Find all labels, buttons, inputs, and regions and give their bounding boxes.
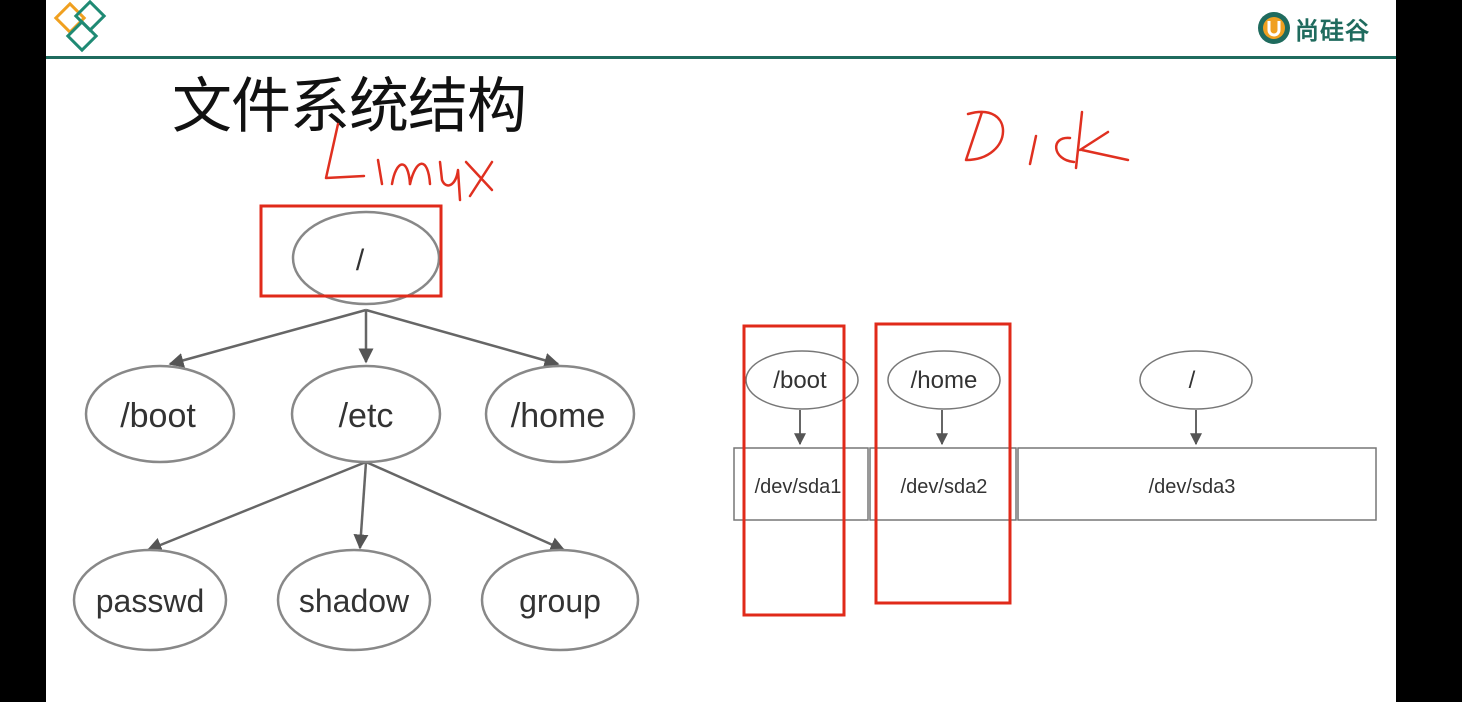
u-circle-logo-icon <box>1258 12 1290 44</box>
partition-label: /dev/sda1 <box>755 476 842 498</box>
partition-label: /dev/sda3 <box>1149 476 1236 498</box>
brand-name: 尚硅谷 <box>1295 16 1370 45</box>
tree-level2-label: passwd <box>96 583 205 619</box>
tree-edge <box>365 308 560 368</box>
highlight-home-column <box>874 322 1012 605</box>
mount-node-root <box>1139 350 1253 410</box>
tree-root-label: / <box>356 244 365 277</box>
brand-logo: 尚硅谷 <box>1257 8 1370 48</box>
tree-edge <box>168 308 367 368</box>
tree-node-group <box>480 548 640 652</box>
handwriting-linux <box>324 122 494 202</box>
mount-label: /boot <box>773 367 827 394</box>
highlight-boot-column <box>742 324 846 617</box>
tree-edge <box>146 460 367 552</box>
disk-diagram <box>733 350 1377 521</box>
tree-level1-label: /boot <box>120 397 196 435</box>
partition-box <box>733 447 869 521</box>
diagram-canvas: / /boot /etc /home passwd shadow group /… <box>72 110 1377 652</box>
tree-node-home <box>484 364 636 464</box>
mount-node-boot <box>745 350 859 410</box>
tree-node-boot <box>84 364 236 464</box>
diamond-logo-icon <box>53 0 107 53</box>
tree-level1-label: /home <box>511 397 606 435</box>
tree-diagram <box>146 308 566 552</box>
header-divider <box>46 56 1396 59</box>
tree-level2-label: group <box>519 583 601 619</box>
mount-label: / <box>1189 367 1196 394</box>
tree-node-passwd <box>72 548 228 652</box>
partition-label: /dev/sda2 <box>901 476 988 498</box>
partition-box <box>869 447 1017 521</box>
slide-title: 文件系统结构 <box>172 72 527 142</box>
tree-edge <box>365 460 566 552</box>
partition-box <box>1017 447 1377 521</box>
slide: 尚硅谷 文件系统结构 / /boot /et <box>46 0 1396 702</box>
tree-edge <box>353 461 369 550</box>
highlight-root-box <box>259 204 443 298</box>
tree-level1-label: /etc <box>339 397 394 435</box>
mount-label: /home <box>911 367 978 394</box>
handwriting-disk <box>964 110 1130 170</box>
tree-node-shadow <box>276 548 432 652</box>
tree-node-root <box>291 210 441 306</box>
tree-node-etc <box>290 364 442 464</box>
tree-level2-label: shadow <box>299 583 410 619</box>
mount-node-home <box>887 350 1001 410</box>
